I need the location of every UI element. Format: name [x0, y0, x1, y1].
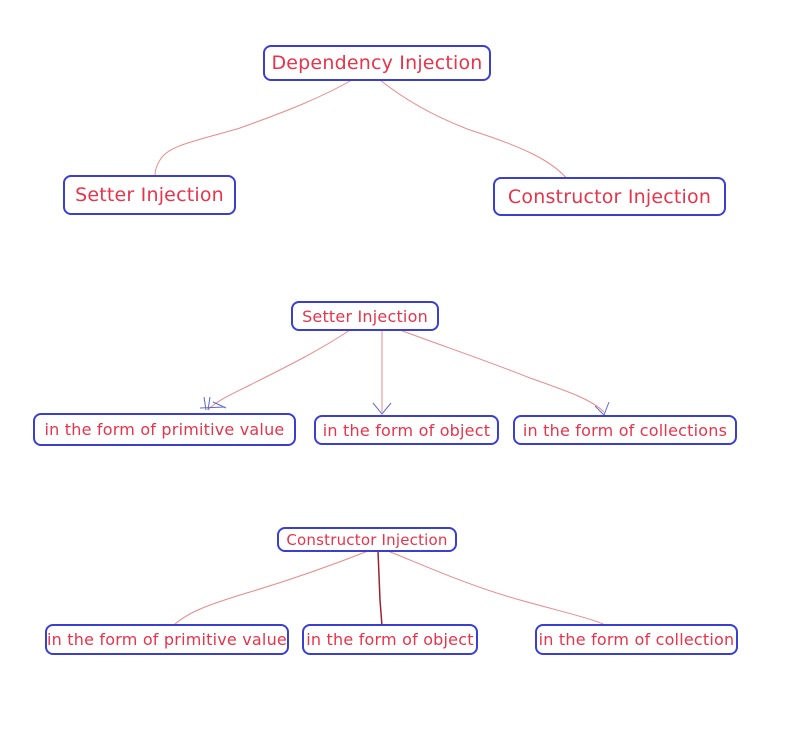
arrow-tip-collections — [594, 401, 610, 416]
connector-constructor-to-object — [377, 550, 383, 627]
connector-constructor-to-collection — [387, 550, 616, 631]
arrow-tip-object — [372, 402, 392, 415]
connector-di-to-constructor — [379, 79, 569, 181]
node-constructor-injection: Constructor Injection — [493, 177, 726, 216]
node-constructor-primitive-value: in the form of primitive value — [45, 624, 289, 655]
node-setter-object: in the form of object — [314, 415, 499, 445]
node-dependency-injection: Dependency Injection — [263, 45, 491, 81]
node-constructor-collection: in the form of collection — [535, 624, 738, 655]
node-setter-injection-root: Setter Injection — [291, 301, 439, 331]
node-setter-collections: in the form of collections — [513, 415, 737, 445]
connector-setter-to-primitive — [207, 329, 351, 411]
arrow-tip-primitive — [199, 396, 227, 411]
node-constructor-injection-root: Constructor Injection — [277, 527, 457, 552]
connector-constructor-to-primitive — [173, 550, 369, 626]
connector-setter-to-collections — [399, 329, 605, 413]
node-setter-primitive-value: in the form of primitive value — [33, 413, 296, 446]
node-setter-injection: Setter Injection — [63, 175, 236, 215]
node-constructor-object: in the form of object — [302, 624, 478, 655]
connector-di-to-setter — [154, 79, 353, 177]
